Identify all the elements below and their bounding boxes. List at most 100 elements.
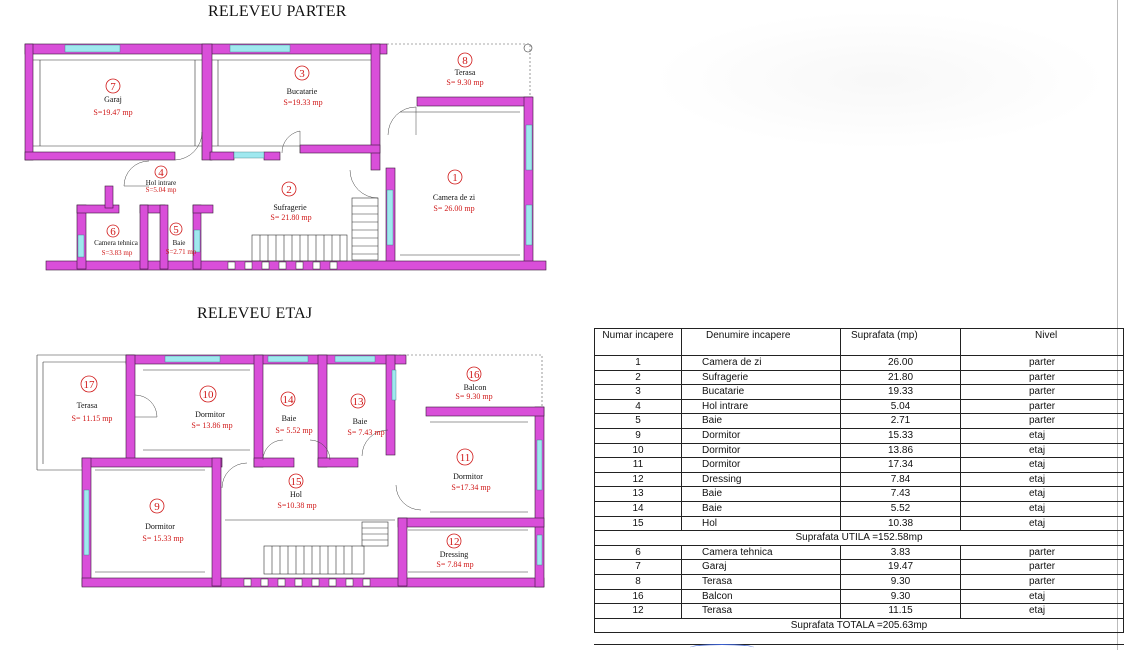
svg-text:S=3.83 mp: S=3.83 mp: [102, 249, 133, 257]
cell-level: parter: [960, 573, 1124, 590]
cell-room-name: Dormitor: [681, 427, 841, 444]
wall: [370, 43, 381, 171]
cell-room-name: Dressing: [681, 471, 841, 488]
svg-text:1: 1: [452, 172, 458, 184]
svg-text:S= 15.33 mp: S= 15.33 mp: [142, 534, 183, 543]
svg-text:Sufragerie: Sufragerie: [273, 203, 307, 212]
cell-level: etaj: [960, 603, 1124, 619]
cell-room-number: 16: [594, 588, 682, 605]
wall: [24, 43, 34, 161]
faint-background-smudge: [650, 10, 1110, 150]
svg-text:11: 11: [460, 452, 471, 464]
room-label-1: 1 Camera de zi S= 26.00 mp: [433, 169, 476, 213]
wall: [299, 144, 381, 154]
room-label-16: 16 Balcon S= 9.30 mp: [455, 366, 493, 401]
svg-text:9: 9: [154, 501, 160, 513]
cell-room-name: Baie: [681, 500, 841, 517]
cell-room-name: Hol intrare: [681, 398, 841, 415]
svg-text:8: 8: [462, 55, 468, 67]
cell-area: 7.43: [840, 486, 961, 502]
window: [267, 355, 309, 363]
wall: [139, 204, 149, 270]
window: [536, 534, 543, 566]
stamp-fragment: [690, 644, 754, 651]
wall: [125, 354, 136, 466]
svg-text:13: 13: [353, 396, 365, 408]
cell-area: 10.38: [840, 515, 961, 532]
svg-text:5: 5: [173, 224, 179, 236]
svg-text:S=19.47 mp: S=19.47 mp: [93, 108, 132, 117]
room-label-3: 3 Bucatarie S=19.33 mp: [283, 65, 323, 107]
cell-room-name: Dormitor: [681, 442, 841, 459]
cell-level: etaj: [960, 500, 1124, 517]
door-arc: [123, 160, 150, 187]
cell-room-number: 12: [594, 471, 682, 488]
wall: [209, 151, 235, 161]
room-label-9: 9 Dormitor S= 15.33 mp: [142, 498, 184, 543]
svg-text:S= 11.15 mp: S= 11.15 mp: [72, 414, 113, 423]
room-label-15: 15 Hol S=10.38 mp: [277, 473, 317, 510]
cell-level: etaj: [960, 427, 1124, 444]
svg-text:Terasa: Terasa: [455, 68, 476, 77]
grand-total-row: Suprafata TOTALA =205.63mp: [594, 617, 1124, 634]
cell-level: parter: [960, 398, 1124, 415]
interior-lines: [33, 59, 520, 256]
svg-text:7: 7: [110, 81, 116, 93]
svg-text:4: 4: [158, 167, 164, 179]
svg-text:3: 3: [299, 68, 305, 80]
cell-room-name: Dormitor: [681, 457, 841, 473]
svg-text:Hol intrare: Hol intrare: [146, 179, 177, 187]
door-arc: [262, 439, 284, 461]
room-label-12: 12 Dressing S= 7.84 mp: [436, 533, 474, 569]
door-arc: [387, 106, 417, 136]
svg-text:Camera de zi: Camera de zi: [433, 193, 476, 202]
cell-level: etaj: [960, 486, 1124, 502]
header-area: Suprafata (mp): [840, 328, 961, 356]
room-label-17: 17 Terasa S= 11.15 mp: [72, 375, 113, 423]
svg-text:S=10.38 mp: S=10.38 mp: [277, 501, 316, 510]
wall: [81, 457, 223, 468]
svg-text:S=5.04 mp: S=5.04 mp: [146, 186, 177, 194]
wall: [416, 96, 533, 107]
cell-level: parter: [960, 559, 1124, 575]
cell-level: parter: [960, 384, 1124, 400]
table-header-row: Numar incapere Denumire incapere Suprafa…: [594, 328, 1124, 356]
cell-area: 19.47: [840, 559, 961, 575]
cell-room-number: 9: [594, 427, 682, 444]
cell-level: parter: [960, 413, 1124, 429]
cell-room-name: Sufragerie: [681, 369, 841, 386]
room-label-10: 10 Dormitor S= 13.86 mp: [191, 385, 233, 430]
foundation-blocks: [243, 578, 371, 587]
ground-floor-title: RELEVEU PARTER: [208, 3, 347, 20]
cell-level: etaj: [960, 515, 1124, 532]
cell-room-number: 7: [594, 559, 682, 575]
cell-level: etaj: [960, 588, 1124, 605]
cell-area: 2.71: [840, 413, 961, 429]
cell-room-number: 12: [594, 603, 682, 619]
svg-text:S= 7.84 mp: S= 7.84 mp: [436, 560, 473, 569]
svg-text:Hol: Hol: [290, 490, 303, 499]
cell-room-number: 3: [594, 384, 682, 400]
svg-text:S= 21.80 mp: S= 21.80 mp: [270, 213, 311, 222]
window: [525, 124, 533, 171]
window: [334, 355, 376, 363]
window: [386, 189, 394, 246]
cell-area: 3.83: [840, 544, 961, 561]
wall: [397, 517, 545, 528]
useful-total: Suprafata UTILA =152.58mp: [594, 530, 1124, 546]
room-label-6: 6 Camera tehnica S=3.83 mp: [94, 224, 139, 257]
cell-area: 19.33: [840, 384, 961, 400]
cell-level: parter: [960, 544, 1124, 561]
door-arc: [361, 429, 389, 457]
